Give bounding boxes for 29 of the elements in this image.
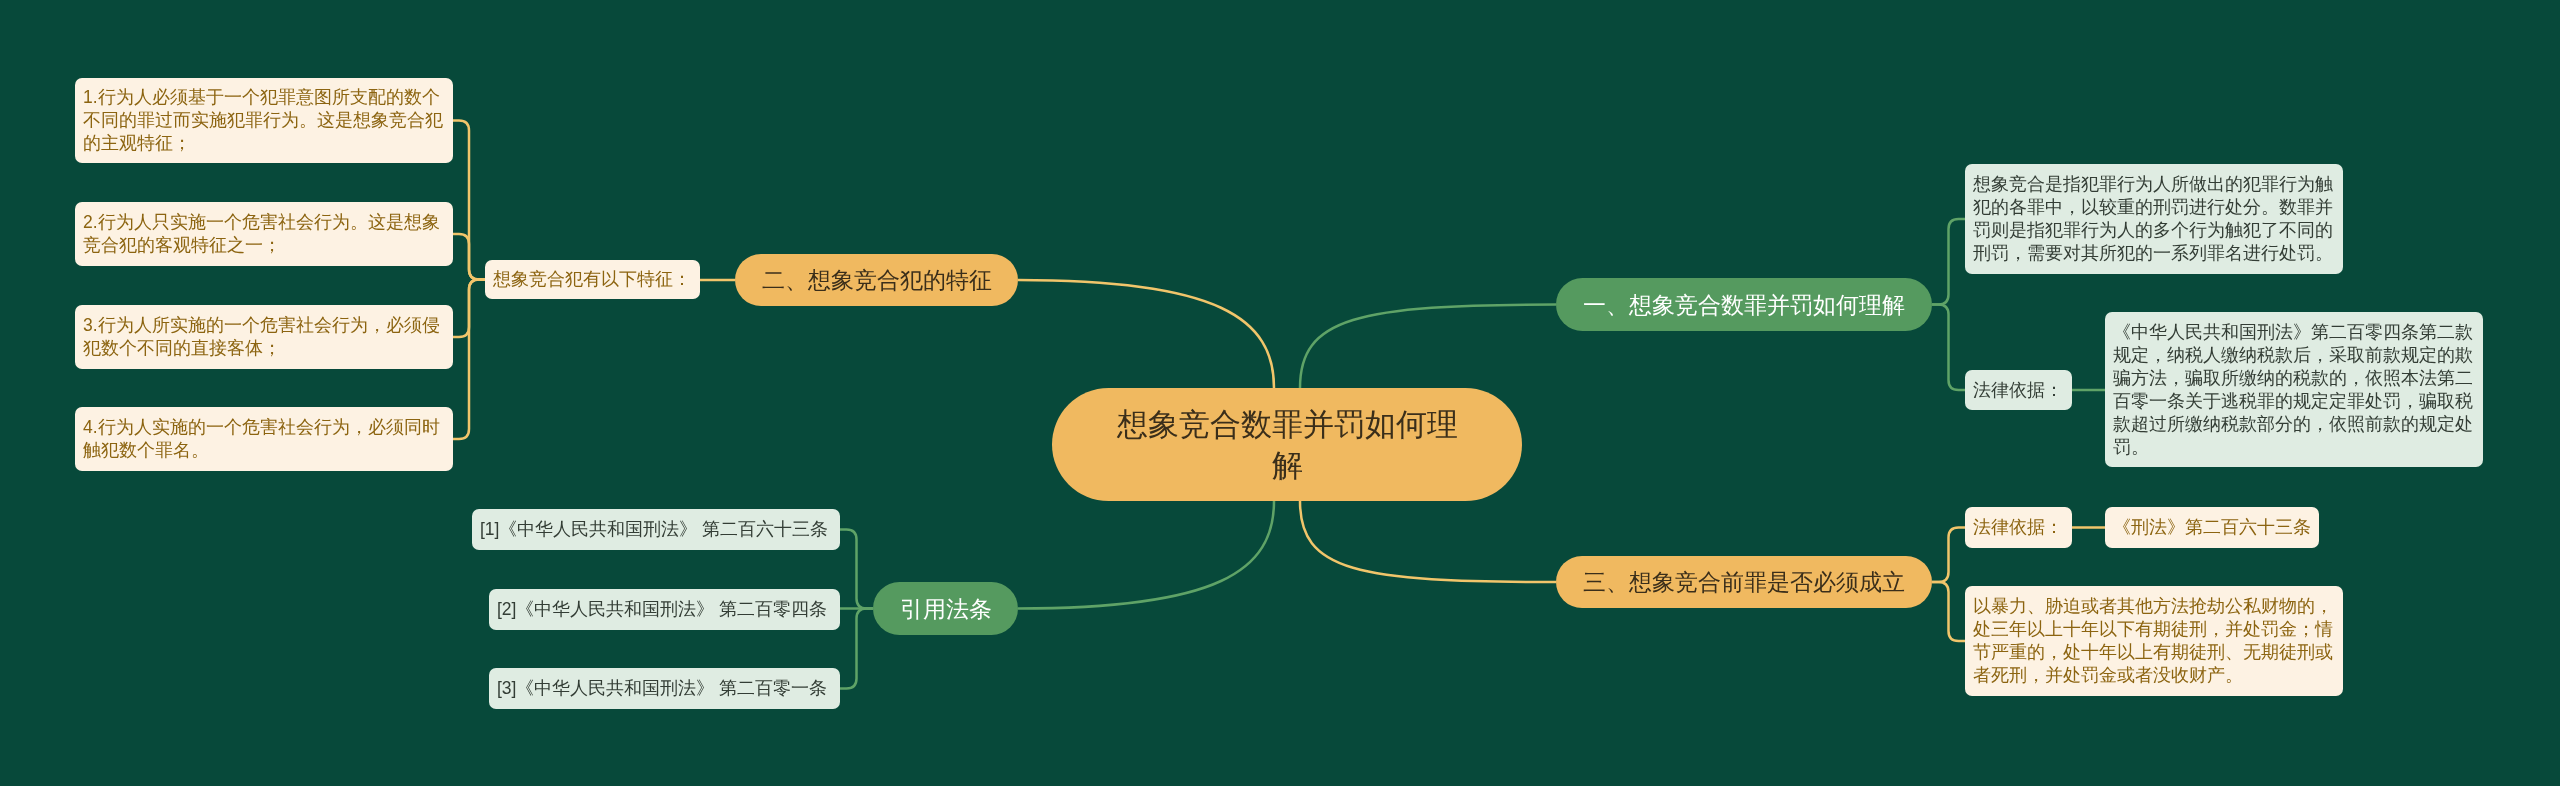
note-box: 法律依据： <box>1965 370 2072 410</box>
note-box: 《中华人民共和国刑法》第二百零四条第二款规定，纳税人缴纳税款后，采取前款规定的欺骗方法，骗取所缴纳的税款的，依照本法第二百零一条关于逃税罪的规定定罪处罚，骗取税款超过所缴纳税款部分的，依照前款的规定处罚。 <box>2105 312 2483 467</box>
connector-line <box>1018 278 1276 389</box>
note-box: 2.行为人只实施一个危害社会行为。这是想象竞合犯的客观特征之一； <box>75 202 453 266</box>
branch-topic: 一、想象竞合数罪并罚如何理解 <box>1556 278 1932 331</box>
note-box: [3]《中华人民共和国刑法》 第二百零一条 <box>489 668 840 709</box>
connector-line <box>453 278 485 441</box>
note-box: 法律依据： <box>1965 507 2072 548</box>
central-topic: 想象竞合数罪并罚如何理解 <box>1052 388 1522 501</box>
note-box: 以暴力、胁迫或者其他方法抢劫公私财物的，处三年以上十年以下有期徒刑，并处罚金；情节严重的，处十年以上有期徒刑、无期徒刑或者死刑，并处罚金或者没收财产。 <box>1965 586 2343 696</box>
note-box: 想象竞合是指犯罪行为人所做出的犯罪行为触犯的各罪中，以较重的刑罚进行处分。数罪并罚则是指犯罪行为人的多个行为触犯了不同的刑罚，需要对其所犯的一系列罪名进行处罚。 <box>1965 164 2343 274</box>
note-box: [1]《中华人民共和国刑法》 第二百六十三条 <box>472 509 840 550</box>
branch-topic: 引用法条 <box>873 582 1018 635</box>
connector-line <box>1018 500 1276 610</box>
note-box: 《刑法》第二百六十三条 <box>2105 507 2319 548</box>
branch-topic: 二、想象竞合犯的特征 <box>735 254 1018 306</box>
note-box: 1.行为人必须基于一个犯罪意图所支配的数个不同的罪过而实施犯罪行为。这是想象竞合犯的主观特征； <box>75 78 453 163</box>
note-box: 3.行为人所实施的一个危害社会行为，必须侵犯数个不同的直接客体； <box>75 305 453 369</box>
connector-line <box>840 607 873 690</box>
connector-line <box>1298 500 1556 584</box>
note-box: [2]《中华人民共和国刑法》 第二百零四条 <box>489 589 840 630</box>
connector-line <box>1932 303 1965 392</box>
branch-topic: 三、想象竞合前罪是否必须成立 <box>1556 556 1932 608</box>
connector-line <box>1298 303 1556 389</box>
note-box: 4.行为人实施的一个危害社会行为，必须同时触犯数个罪名。 <box>75 407 453 471</box>
connector-line <box>2072 388 2105 392</box>
note-box: 想象竞合犯有以下特征： <box>485 260 700 299</box>
connector-line <box>2072 526 2105 529</box>
connector-line <box>700 278 735 282</box>
